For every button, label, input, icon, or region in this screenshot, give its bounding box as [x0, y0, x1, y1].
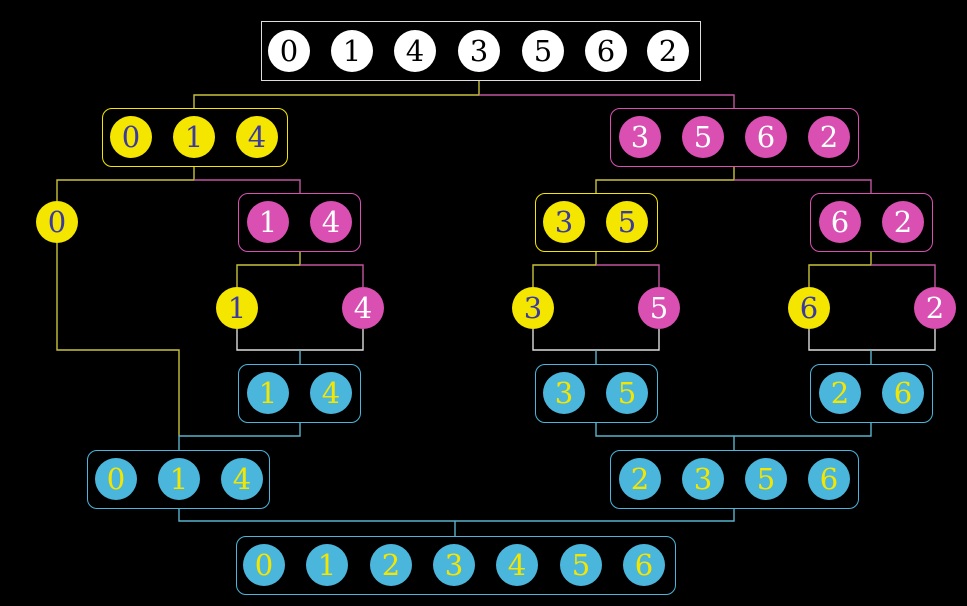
right-pair-a-box — [535, 193, 658, 252]
connector-line — [595, 423, 872, 437]
connector-line — [532, 329, 660, 351]
merged-014-box — [87, 450, 270, 509]
connector-line — [56, 167, 195, 201]
input-node: 1 — [331, 30, 373, 72]
leaf-5-node: 5 — [638, 287, 680, 329]
merged-14-node: 4 — [310, 372, 352, 414]
sorted-node: 0 — [243, 544, 285, 586]
merged-014-node: 0 — [95, 458, 137, 500]
right-pair-b-box — [810, 193, 933, 252]
sorted-node: 4 — [496, 544, 538, 586]
merged-35-node: 5 — [606, 372, 648, 414]
right-pair-b-node: 6 — [819, 201, 861, 243]
right-pair-a-node: 5 — [606, 201, 648, 243]
sorted-node: 5 — [560, 544, 602, 586]
connector-line — [871, 264, 936, 287]
right-half-box — [610, 108, 859, 167]
merged-014-node: 4 — [221, 458, 263, 500]
right-half-node: 6 — [745, 116, 787, 158]
connector-line — [236, 252, 301, 287]
merged-35-node: 3 — [543, 372, 585, 414]
merged-2356-node: 3 — [682, 458, 724, 500]
sorted-box — [236, 536, 676, 595]
merged-26-box — [810, 364, 933, 423]
left-half-box — [102, 108, 288, 167]
left-half-node: 0 — [110, 116, 152, 158]
connector-line — [194, 179, 301, 193]
connector-line — [178, 423, 301, 450]
connector-line — [596, 264, 660, 287]
merged-2356-node: 6 — [808, 458, 850, 500]
leaf-1-node: 1 — [216, 287, 258, 329]
connector-line — [178, 509, 735, 522]
connector-line — [193, 81, 480, 108]
input-node: 6 — [585, 30, 627, 72]
input-node: 4 — [394, 30, 436, 72]
input-node: 2 — [647, 30, 689, 72]
left-pair-node: 1 — [247, 201, 289, 243]
right-pair-a-node: 3 — [543, 201, 585, 243]
leaf-4-node: 4 — [342, 287, 384, 329]
left-pair-box — [238, 193, 361, 252]
connector-line — [236, 329, 364, 351]
sorted-node: 2 — [370, 544, 412, 586]
connector-line — [300, 264, 364, 287]
right-half-node: 2 — [808, 116, 850, 158]
left-single-node: 0 — [36, 201, 78, 243]
connector-line — [479, 94, 735, 108]
merged-26-node: 2 — [819, 372, 861, 414]
left-pair-node: 4 — [310, 201, 352, 243]
merged-14-box — [238, 364, 361, 423]
leaf-6-node: 6 — [788, 287, 830, 329]
input-node: 5 — [522, 30, 564, 72]
merged-35-box — [535, 364, 658, 423]
leaf-2-node: 2 — [914, 287, 956, 329]
left-half-node: 4 — [236, 116, 278, 158]
sorted-node: 1 — [306, 544, 348, 586]
connector-line — [808, 329, 936, 351]
connector-line — [56, 243, 180, 436]
input-node: 0 — [268, 30, 310, 72]
merged-26-node: 6 — [882, 372, 924, 414]
merged-014-node: 1 — [158, 458, 200, 500]
connector-line — [532, 252, 597, 287]
sorted-node: 6 — [623, 544, 665, 586]
connector-line — [734, 179, 872, 193]
left-half-node: 1 — [173, 116, 215, 158]
leaf-3-node: 3 — [512, 287, 554, 329]
merged-14-node: 1 — [247, 372, 289, 414]
merged-2356-node: 2 — [619, 458, 661, 500]
sorted-node: 3 — [433, 544, 475, 586]
connector-line — [808, 252, 872, 287]
right-pair-b-node: 2 — [882, 201, 924, 243]
merged-2356-node: 5 — [745, 458, 787, 500]
input-node: 3 — [458, 30, 500, 72]
input-box — [261, 21, 701, 81]
connector-line — [595, 167, 735, 193]
merged-2356-box — [610, 450, 859, 509]
right-half-node: 3 — [619, 116, 661, 158]
right-half-node: 5 — [682, 116, 724, 158]
